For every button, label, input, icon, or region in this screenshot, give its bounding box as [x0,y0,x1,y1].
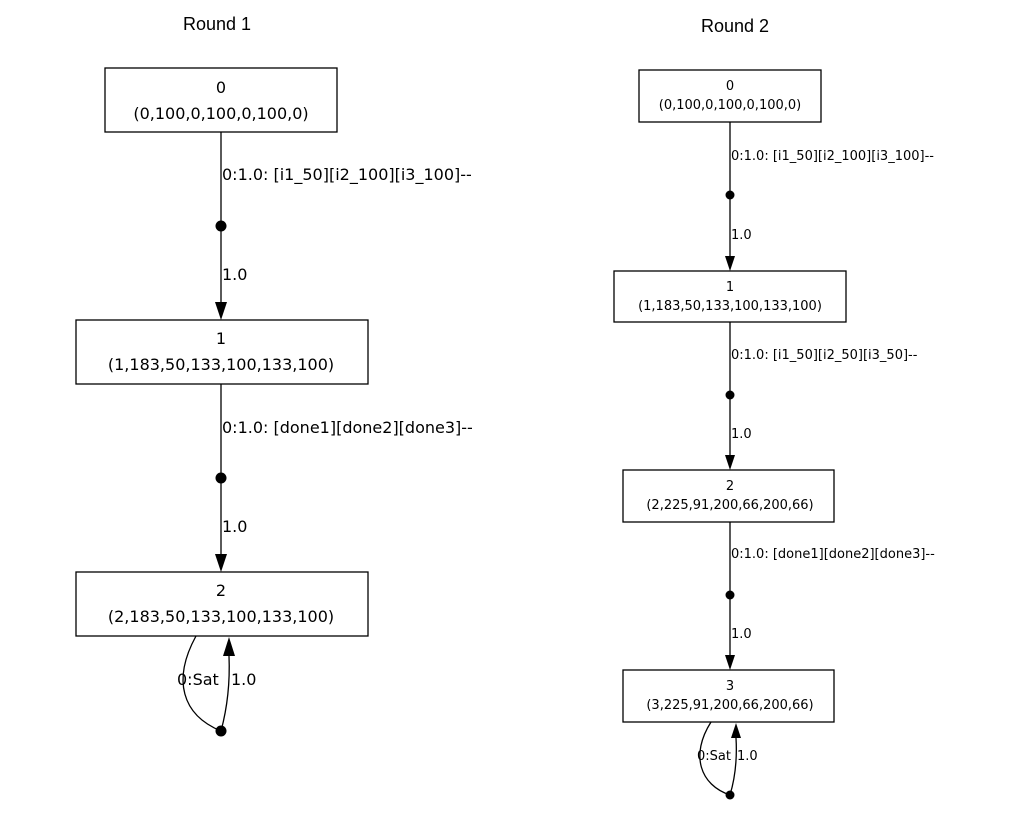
arrowhead-icon [731,723,741,738]
edge-action-label: 0:1.0: [i1_50][i2_50][i3_50]-- [731,348,918,363]
round-2-graph: Round 2 0 (0,100,0,100,0,100,0) 0:1.0: [… [613,16,935,800]
node-state: (0,100,0,100,0,100,0) [133,104,308,123]
loop-out-curve [699,721,731,796]
node-box [75,319,369,385]
edge-prob-label: 1.0 [731,228,752,243]
node-box [638,69,822,123]
node-box [75,571,369,637]
round-2-node-2: 2 (2,225,91,200,66,200,66) [622,469,835,523]
node-state: (0,100,0,100,0,100,0) [659,98,801,113]
edge-prob-label: 1.0 [222,517,247,536]
node-state: (2,225,91,200,66,200,66) [646,498,813,513]
edge-action-label: 0:1.0: [done1][done2][done3]-- [222,418,473,437]
node-id: 1 [726,280,734,295]
round-2-edge-1-2: 0:1.0: [i1_50][i2_50][i3_50]-- 1.0 [725,322,918,470]
loop-prob-label: 1.0 [231,670,256,689]
edge-prob-label: 1.0 [222,265,247,284]
loop-action-label: 0:Sat [177,670,219,689]
round-2-node-1: 1 (1,183,50,133,100,133,100) [613,270,847,323]
arrowhead-icon [725,655,735,670]
round-2-title: Round 2 [701,16,769,36]
arrowhead-icon [725,455,735,470]
node-id: 0 [726,79,734,94]
edge-prob-label: 1.0 [731,627,752,642]
round-1-node-0: 0 (0,100,0,100,0,100,0) [104,67,338,133]
node-state: (1,183,50,133,100,133,100) [638,299,822,314]
node-box [613,270,847,323]
edge-action-label: 0:1.0: [done1][done2][done3]-- [731,547,935,562]
loop-prob-label: 1.0 [737,749,758,764]
node-id: 0 [216,78,226,97]
node-state: (3,225,91,200,66,200,66) [646,698,813,713]
node-box [104,67,338,133]
round-2-self-loop: 0:Sat 1.0 [697,721,758,800]
node-state: (2,183,50,133,100,133,100) [108,607,334,626]
node-state: (1,183,50,133,100,133,100) [108,355,334,374]
edge-action-label: 0:1.0: [i1_50][i2_100][i3_100]-- [222,165,472,185]
loop-back-curve [729,737,737,796]
arrowhead-icon [215,302,227,320]
node-id: 2 [216,581,226,600]
round-2-edge-0-1: 0:1.0: [i1_50][i2_100][i3_100]-- 1.0 [725,122,934,271]
round-1-node-2: 2 (2,183,50,133,100,133,100) [75,571,369,637]
round-2-edge-2-3: 0:1.0: [done1][done2][done3]-- 1.0 [725,522,935,670]
round-1-edge-1-2: 0:1.0: [done1][done2][done3]-- 1.0 [215,384,473,572]
round-2-node-0: 0 (0,100,0,100,0,100,0) [638,69,822,123]
node-box [622,469,835,523]
arrowhead-icon [215,554,227,572]
node-id: 1 [216,329,226,348]
round-1-title: Round 1 [183,14,251,34]
loop-action-label: 0:Sat [697,749,731,764]
round-1-self-loop: 0:Sat 1.0 [177,635,256,737]
loop-out-curve [182,635,222,732]
edge-prob-label: 1.0 [731,427,752,442]
round-2-node-3: 3 (3,225,91,200,66,200,66) [622,669,835,723]
round-1-edge-0-1: 0:1.0: [i1_50][i2_100][i3_100]-- 1.0 [215,132,472,320]
round-1-graph: Round 1 0 (0,100,0,100,0,100,0) 0:1.0: [… [75,14,473,737]
round-1-node-1: 1 (1,183,50,133,100,133,100) [75,319,369,385]
loop-back-curve [220,655,230,732]
arrowhead-icon [223,637,235,656]
node-box [622,669,835,723]
node-id: 3 [726,679,734,694]
edge-action-label: 0:1.0: [i1_50][i2_100][i3_100]-- [731,149,934,164]
node-id: 2 [726,479,734,494]
arrowhead-icon [725,256,735,271]
